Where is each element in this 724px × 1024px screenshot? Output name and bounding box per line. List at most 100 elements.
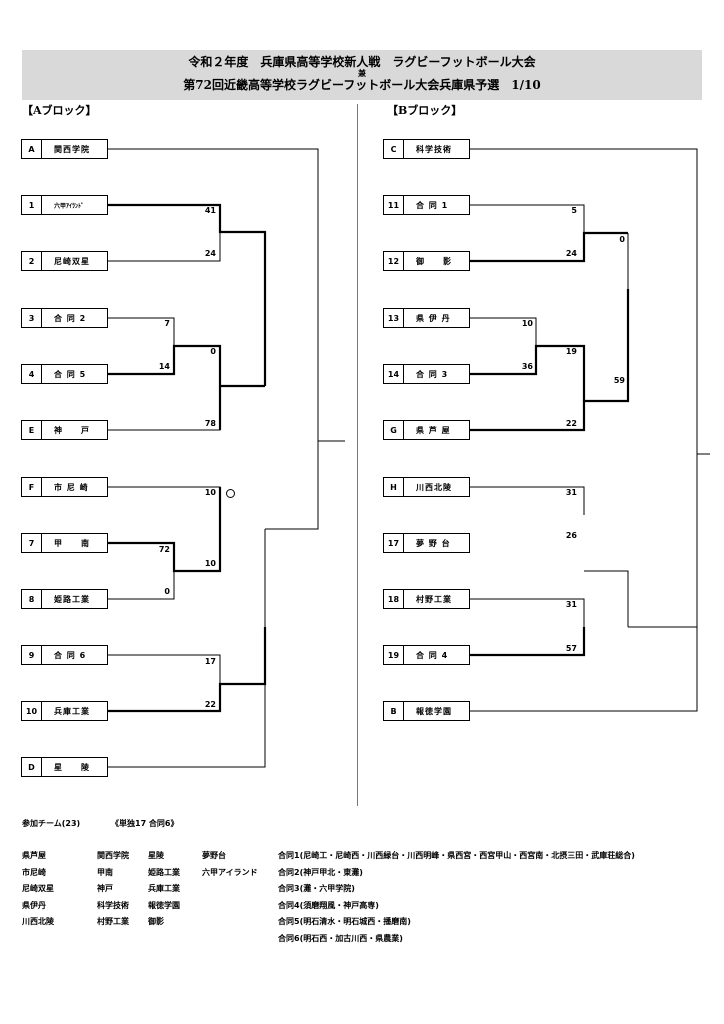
- team-name: 川西北陵: [416, 482, 452, 492]
- score: 19: [565, 347, 577, 356]
- team-seed: G: [384, 421, 404, 439]
- team-name: 合 同 4: [416, 650, 449, 660]
- block-b-label: 【Bブロック】: [387, 104, 463, 117]
- team-name: 市 尼 崎: [54, 482, 89, 492]
- team-7: 7 甲 南: [21, 533, 108, 553]
- team-name: 星 陵: [54, 762, 90, 772]
- list-item: 川西北陵: [22, 917, 54, 926]
- list-item: 科学技術: [97, 900, 129, 910]
- team-name: 合 同 3: [416, 369, 449, 379]
- team-d: D 星 陵: [21, 757, 108, 777]
- participants-summary: 参加チーム(23) 《単独17 合同6》: [22, 818, 179, 829]
- score: 24: [204, 249, 216, 258]
- team-name: 県 芦 屋: [416, 425, 451, 435]
- team-name: 合 同 5: [54, 369, 87, 379]
- block-a-label: 【Aブロック】: [22, 104, 97, 117]
- team-name: 合 同 1: [416, 200, 449, 210]
- list-item: 合同4(須磨翔風・神戸高専): [278, 900, 379, 910]
- winner-mark-icon: [226, 489, 235, 498]
- list-item: 六甲アイランド: [202, 867, 258, 877]
- team-8: 8 姫路工業: [21, 589, 108, 609]
- team-12: 12 御 影: [383, 251, 470, 271]
- team-9: 9 合 同 6: [21, 645, 108, 665]
- team-h: H 川西北陵: [383, 477, 470, 497]
- team-13: 13 県 伊 丹: [383, 308, 470, 328]
- team-seed: 17: [384, 534, 404, 552]
- team-list-col3: 星陵 姫路工業 兵庫工業 報徳学園 御影: [148, 848, 180, 931]
- team-seed: 19: [384, 646, 404, 664]
- score: 31: [565, 488, 577, 497]
- team-name: 合 同 6: [54, 650, 87, 660]
- score: 7: [164, 319, 170, 328]
- team-seed: 4: [22, 365, 42, 383]
- team-1: 1 六甲ｱｲﾗﾝﾄﾞ: [21, 195, 108, 215]
- team-name: 合 同 2: [54, 313, 87, 323]
- team-list-col2: 関西学院 甲南 神戸 科学技術 村野工業: [97, 848, 129, 931]
- team-seed: 2: [22, 252, 42, 270]
- team-name: 県 伊 丹: [416, 313, 451, 323]
- team-list-col1: 県芦屋 市尼崎 尼崎双星 県伊丹 川西北陵: [22, 848, 54, 931]
- team-name: 神 戸: [54, 425, 90, 435]
- score: 72: [158, 545, 170, 554]
- score: 41: [204, 206, 216, 215]
- list-item: 御影: [148, 917, 164, 926]
- team-list-col4: 夢野台 六甲アイランド: [202, 848, 258, 881]
- score: 57: [565, 644, 577, 653]
- team-name: 六甲ｱｲﾗﾝﾄﾞ: [54, 202, 85, 210]
- team-4: 4 合 同 5: [21, 364, 108, 384]
- list-item: 県芦屋: [22, 851, 46, 860]
- team-seed: F: [22, 478, 42, 496]
- team-seed: 13: [384, 309, 404, 327]
- score: 0: [164, 587, 170, 596]
- list-item: 合同2(神戸甲北・東灘): [278, 867, 363, 877]
- team-seed: B: [384, 702, 404, 720]
- list-item: 兵庫工業: [148, 884, 180, 893]
- list-item: 合同1(尼崎工・尼崎西・川西緑台・川西明峰・県西宮・西宮甲山・西宮南・北摂三田・…: [278, 851, 635, 860]
- team-a: A 関西学院: [21, 139, 108, 159]
- score: 10: [204, 488, 216, 497]
- joint-team-list: 合同1(尼崎工・尼崎西・川西緑台・川西明峰・県西宮・西宮甲山・西宮南・北摂三田・…: [278, 848, 635, 947]
- team-name: 科学技術: [416, 144, 452, 154]
- score: 17: [204, 657, 216, 666]
- list-item: 村野工業: [97, 917, 129, 926]
- list-item: 県伊丹: [22, 900, 46, 910]
- score: 26: [565, 531, 577, 540]
- list-item: 尼崎双星: [22, 884, 54, 893]
- team-name: 村野工業: [416, 594, 452, 604]
- team-seed: 11: [384, 196, 404, 214]
- team-seed: H: [384, 478, 404, 496]
- team-name: 報徳学園: [416, 706, 452, 716]
- team-g: G 県 芦 屋: [383, 420, 470, 440]
- score: 36: [521, 362, 533, 371]
- header-subtitle: 第72回近畿高等学校ラグビーフットボール大会兵庫県予選 1/10: [183, 78, 541, 92]
- score: 22: [204, 700, 216, 709]
- list-item: 星陵: [148, 851, 164, 860]
- list-item: 合同6(明石西・加古川西・県農業): [278, 933, 403, 943]
- team-10: 10 兵庫工業: [21, 701, 108, 721]
- team-seed: 12: [384, 252, 404, 270]
- block-divider: [357, 104, 358, 806]
- team-11: 11 合 同 1: [383, 195, 470, 215]
- team-seed: D: [22, 758, 42, 776]
- list-item: 関西学院: [97, 851, 129, 860]
- header-connector: 兼: [358, 69, 366, 78]
- team-seed: E: [22, 421, 42, 439]
- team-seed: 3: [22, 309, 42, 327]
- team-seed: 18: [384, 590, 404, 608]
- team-name: 兵庫工業: [54, 706, 90, 716]
- team-18: 18 村野工業: [383, 589, 470, 609]
- score: 22: [565, 419, 577, 428]
- team-seed: 7: [22, 534, 42, 552]
- score: 78: [204, 419, 216, 428]
- score: 59: [613, 376, 625, 385]
- team-b: B 報徳学園: [383, 701, 470, 721]
- team-c: C 科学技術: [383, 139, 470, 159]
- team-19: 19 合 同 4: [383, 645, 470, 665]
- list-item: 神戸: [97, 884, 113, 893]
- team-seed: 8: [22, 590, 42, 608]
- team-name: 甲 南: [54, 538, 90, 548]
- score: 0: [619, 235, 625, 244]
- team-seed: 10: [22, 702, 42, 720]
- score: 10: [204, 559, 216, 568]
- score: 14: [158, 362, 170, 371]
